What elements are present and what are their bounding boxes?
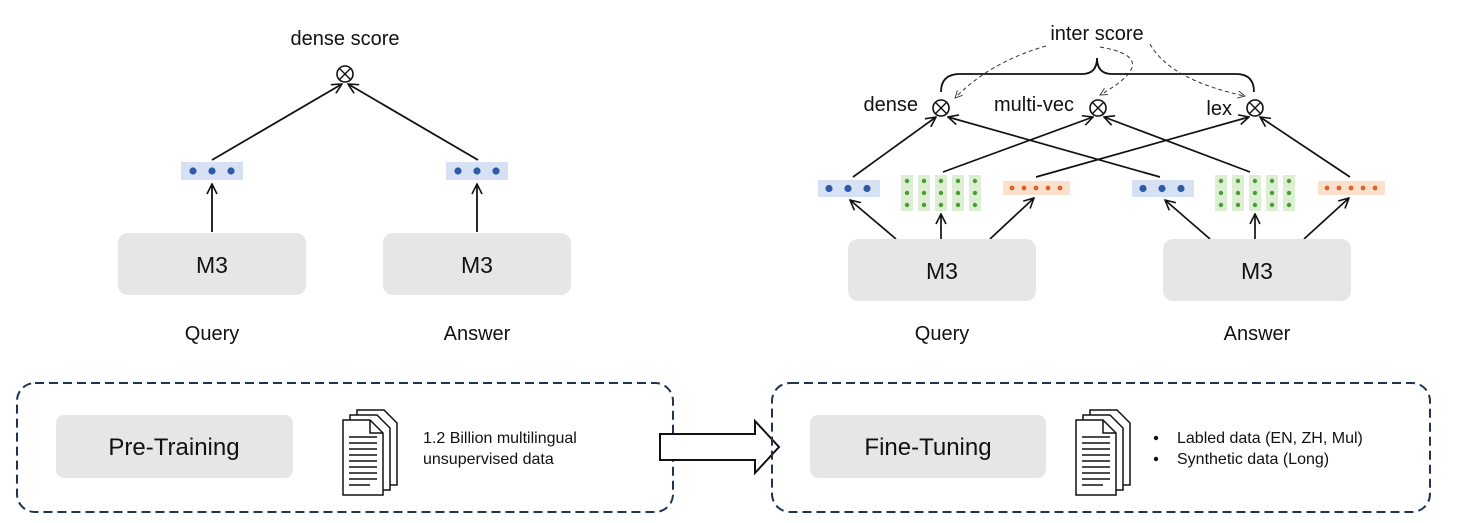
query-lex-vector	[1003, 181, 1070, 195]
answer-dense-arrow	[348, 84, 479, 161]
query-model-label: M3	[196, 252, 228, 278]
finetuning-stage-border	[771, 382, 1431, 513]
bullet-icon	[1153, 456, 1159, 462]
answer-label: Answer	[444, 323, 511, 345]
answer-dense-vector	[1132, 180, 1194, 197]
finetuning-bullet-1: Labled data (EN, ZH, Mul)	[1177, 430, 1363, 447]
pretraining-stage: Pre-Training 1.2 Billion multilingual un…	[16, 382, 674, 513]
query-dense-vector	[181, 162, 243, 180]
dense-score-otimes-icon	[336, 65, 354, 83]
document-stack-icon	[342, 409, 398, 496]
dense-score-label: dense score	[291, 28, 400, 50]
answer-multivec-vectors	[1215, 175, 1295, 211]
document-stack-icon	[1075, 409, 1131, 496]
finetuning-bullet-2: Synthetic data (Long)	[1177, 451, 1329, 468]
query-model-label: M3	[926, 258, 958, 284]
inter-multivec-dashed-arrow	[1100, 46, 1133, 95]
answer-model-box	[1163, 239, 1351, 301]
bullet-icon	[1153, 435, 1159, 441]
query-label: Query	[915, 323, 969, 345]
answer-lex-vector	[1318, 181, 1385, 195]
inter-score-brace	[940, 57, 1255, 93]
answer-label: Answer	[1224, 323, 1291, 345]
pretraining-data-line2: unsupervised data	[423, 451, 554, 468]
inter-score-label: inter score	[1050, 23, 1143, 45]
model-to-vector-arrows	[850, 198, 1349, 240]
query-multivec-vectors	[901, 175, 981, 211]
inter-lex-dashed-arrow	[1149, 43, 1245, 96]
lex-label: lex	[1206, 98, 1232, 120]
right-diagram: inter score dense multi-vec lex	[818, 23, 1385, 345]
dense-otimes-icon	[932, 99, 950, 117]
hollow-right-arrow-icon	[659, 418, 781, 476]
pretraining-title: Pre-Training	[108, 434, 239, 461]
query-model-box	[118, 233, 306, 295]
left-diagram: dense score M3 M3 Query Answer	[118, 28, 571, 345]
answer-model-label: M3	[461, 252, 493, 278]
finetuning-title: Fine-Tuning	[864, 434, 991, 461]
answer-model-label: M3	[1241, 258, 1273, 284]
inter-dense-dashed-arrow	[955, 45, 1047, 98]
query-model-box	[848, 239, 1036, 301]
vector-to-score-arrows	[852, 117, 1351, 178]
finetuning-box	[810, 415, 1046, 478]
answer-dense-vector	[446, 162, 508, 180]
lex-otimes-icon	[1246, 99, 1264, 117]
pretraining-box	[56, 415, 293, 478]
query-label: Query	[185, 323, 239, 345]
query-dense-vector	[818, 180, 880, 197]
answer-model-box	[383, 233, 571, 295]
multivec-otimes-icon	[1089, 99, 1107, 117]
dense-label: dense	[864, 94, 919, 116]
multivec-label: multi-vec	[994, 94, 1074, 116]
pretraining-data-line1: 1.2 Billion multilingual	[423, 430, 577, 447]
finetuning-stage: Fine-Tuning Labled data (EN, ZH, Mul) Sy…	[771, 382, 1431, 513]
query-dense-arrow	[211, 84, 342, 161]
